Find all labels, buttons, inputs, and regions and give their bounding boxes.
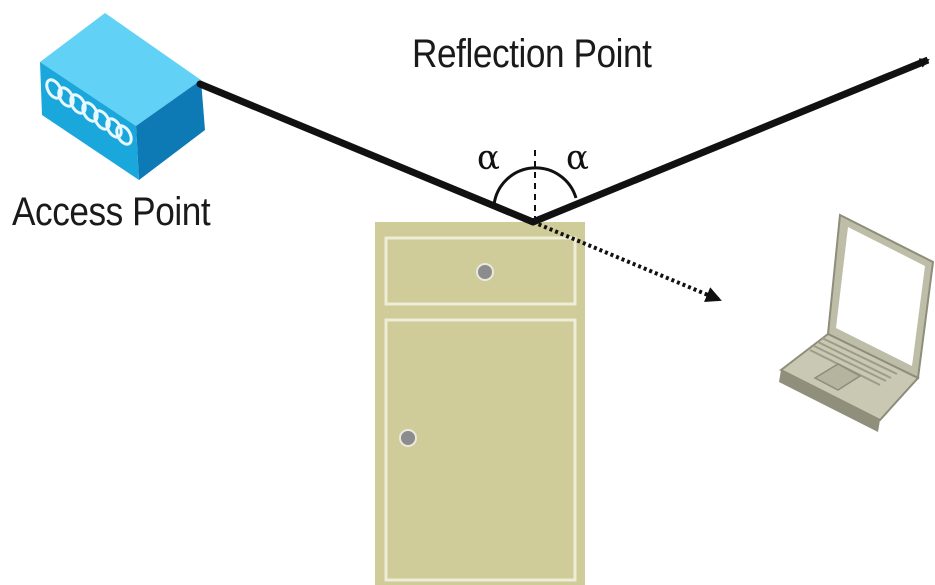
incident-ray [196, 80, 537, 226]
angle-arc [492, 166, 578, 206]
access-point-label: Access Point [12, 190, 211, 234]
transmitted-ray [532, 220, 722, 302]
drawer-knob [476, 263, 494, 281]
door-knob [399, 429, 417, 447]
cabinet-door [384, 318, 577, 582]
reflected-ray [531, 56, 930, 226]
cabinet-drawer [384, 236, 577, 306]
incidence-angle-label: α [477, 138, 500, 178]
cabinet-obstacle [375, 222, 585, 585]
reflection-angle-label: α [566, 138, 589, 178]
reflection-point-title: Reflection Point [412, 32, 652, 76]
access-point-icon [40, 13, 205, 180]
laptop-icon [779, 213, 935, 432]
